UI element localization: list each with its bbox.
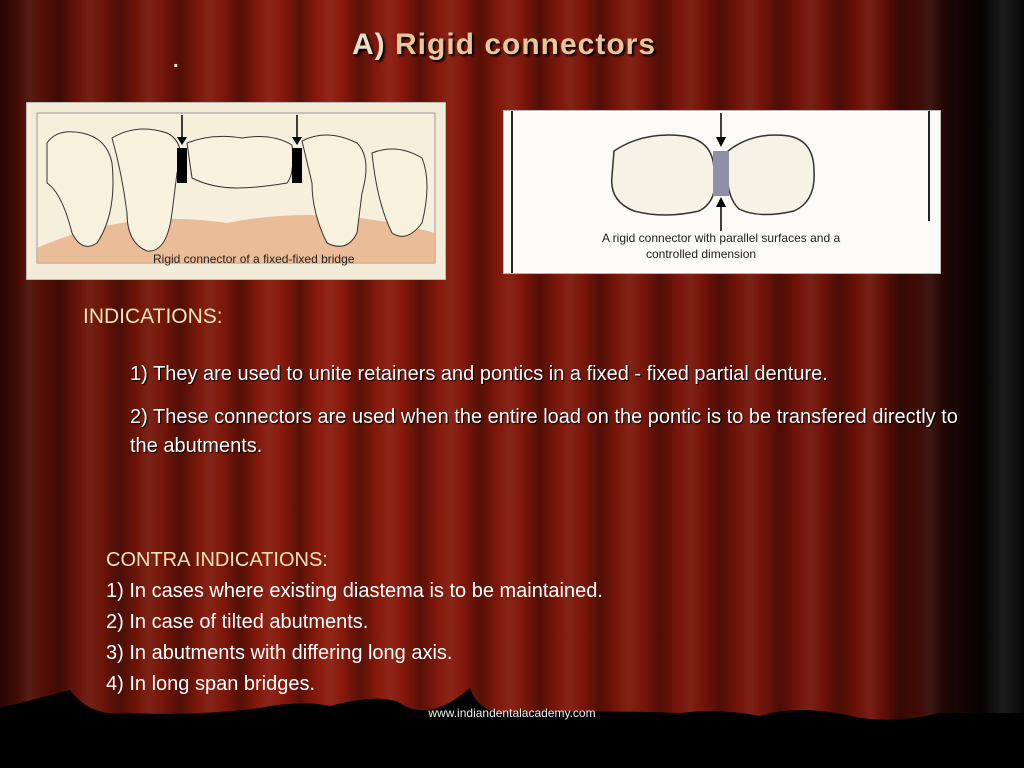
bridge-illustration — [36, 112, 436, 264]
footer-url[interactable]: www.indiandentalacademy.com — [428, 706, 596, 720]
indication-item: 1) They are used to unite retainers and … — [130, 363, 828, 385]
figure2-caption-line2: controlled dimension — [646, 247, 757, 261]
contra-indications-heading: CONTRA INDICATIONS: — [106, 549, 328, 571]
indication-item: 2) These connectors are used when the en… — [130, 406, 958, 457]
indications-heading: INDICATIONS: — [83, 305, 223, 328]
connector-illustration — [511, 111, 930, 273]
stage-floor — [0, 688, 1024, 768]
curtain-right-dark — [954, 0, 1024, 768]
figure-fixed-fixed-bridge: Rigid connector of a fixed-fixed bridge — [26, 102, 446, 280]
figure2-caption-line1: A rigid connector with parallel surfaces… — [602, 231, 841, 245]
contra-indication-item: 2) In case of tilted abutments. — [106, 611, 369, 633]
title-main: Rigid connectors — [395, 28, 657, 61]
contra-indication-item: 1) In cases where existing diastema is t… — [106, 580, 603, 602]
figure1-caption: Rigid connector of a fixed-fixed bridge — [153, 252, 355, 266]
contra-indications-block: CONTRA INDICATIONS: 1) In cases where ex… — [106, 545, 603, 700]
indications-list: 1) They are used to unite retainers and … — [130, 360, 960, 475]
contra-indication-item: 4) In long span bridges. — [106, 673, 316, 695]
contra-indication-item: 3) In abutments with differing long axis… — [106, 642, 453, 664]
figure-rigid-connector-parallel: A rigid connector with parallel surfaces… — [503, 110, 941, 274]
title-prefix: A) — [352, 28, 386, 61]
slide-title: A) Rigid connectors — [352, 28, 656, 62]
bullet-dot: . — [173, 50, 179, 72]
